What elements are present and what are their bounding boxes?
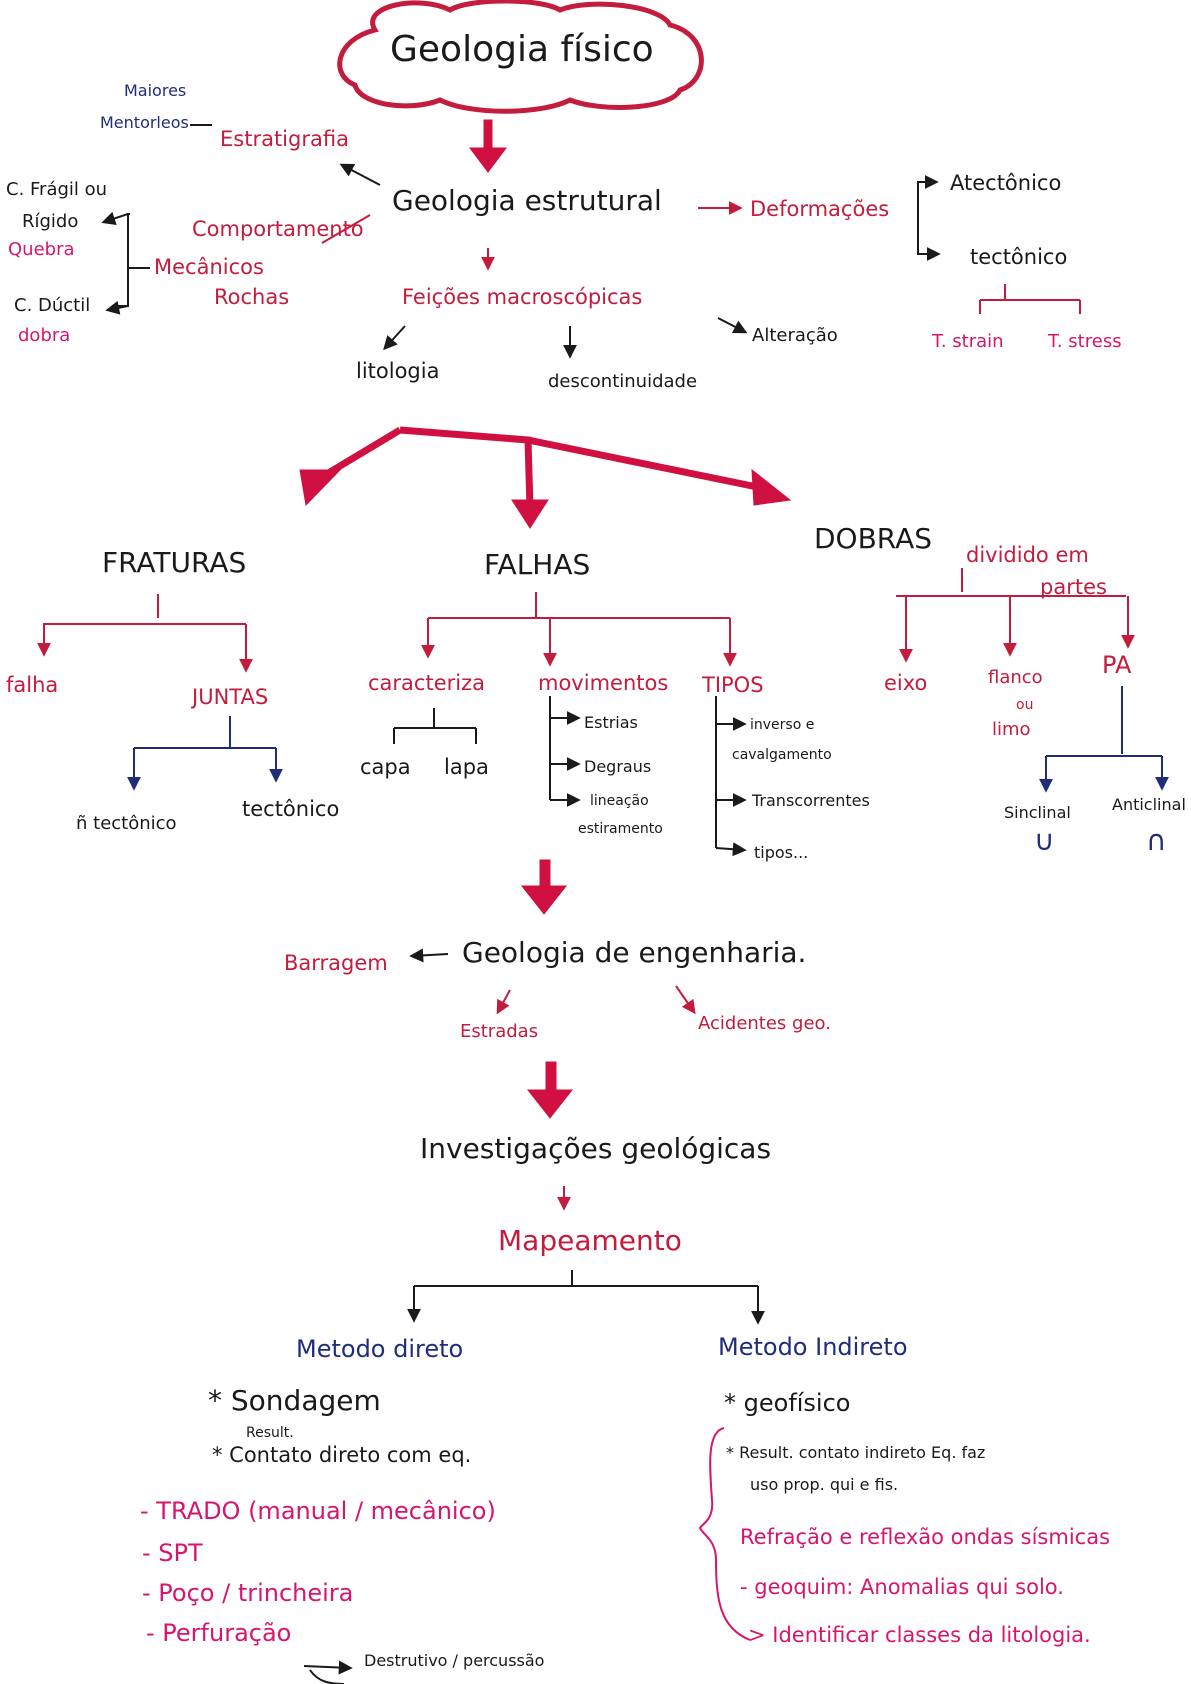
juntas-tectonico: tectônico — [242, 797, 340, 821]
fraturas-falha: falha — [6, 673, 59, 697]
result-small: Result. — [246, 1425, 294, 1441]
estratigrafia-note-2: Mentorleos — [100, 113, 189, 132]
limo: limo — [992, 719, 1031, 740]
movimentos: movimentos — [538, 671, 669, 695]
comportamento: Comportamento — [192, 217, 364, 241]
geofisico: * geofísico — [724, 1389, 851, 1417]
sinclinal-symbol: ∪ — [1034, 824, 1055, 857]
dividido: dividido em — [966, 543, 1089, 567]
lineacao: lineação — [590, 793, 649, 809]
degraus: Degraus — [584, 757, 652, 776]
alteracao: Alteração — [752, 325, 838, 346]
geoquim: - geoquim: Anomalias qui solo. — [740, 1575, 1064, 1599]
mapeamento: Mapeamento — [498, 1224, 682, 1257]
tectonico: tectônico — [970, 245, 1068, 269]
t-stress: T. stress — [1048, 331, 1122, 352]
identificar: > Identificar classes da litologia. — [748, 1623, 1091, 1647]
refracao: Refração e reflexão ondas sísmicas — [740, 1525, 1111, 1549]
falhas: FALHAS — [484, 548, 591, 581]
indireto-result-2: uso prop. qui e fis. — [750, 1475, 899, 1494]
litologia: litologia — [356, 359, 440, 383]
capa: capa — [360, 755, 411, 779]
poco: - Poço / trincheira — [142, 1579, 354, 1607]
lapa: lapa — [444, 755, 489, 779]
geologia-engenharia: Geologia de engenharia. — [462, 936, 807, 969]
investigacoes: Investigações geológicas — [420, 1132, 772, 1165]
pink-brace — [698, 1427, 751, 1641]
tipos-etc: tipos... — [754, 843, 809, 862]
estratigrafia: Estratigrafia — [220, 127, 349, 151]
trado: - TRADO (manual / mecânico) — [140, 1497, 496, 1525]
estiramento: estiramento — [578, 821, 663, 837]
estradas: Estradas — [460, 1021, 539, 1042]
destrutivo: Destrutivo / percussão — [364, 1651, 545, 1670]
dobra-note: dobra — [18, 325, 71, 346]
partes: partes — [1040, 575, 1107, 599]
feicoes: Feições macroscópicas — [402, 285, 643, 309]
n-tectonico: ñ tectônico — [76, 813, 177, 834]
rochas: Rochas — [214, 285, 290, 309]
sondagem: * Sondagem — [208, 1384, 381, 1417]
t-strain: T. strain — [932, 331, 1004, 352]
tipos: TIPOS — [702, 673, 764, 697]
pa: PA — [1102, 651, 1132, 679]
metodo-indireto: Metodo Indireto — [718, 1333, 908, 1361]
flanco-ou: ou — [1016, 697, 1034, 713]
barragem: Barragem — [284, 951, 388, 975]
spt: - SPT — [142, 1539, 203, 1567]
inverso: inverso e — [750, 717, 815, 733]
deformacoes: Deformações — [750, 197, 890, 221]
estrias: Estrias — [584, 713, 638, 732]
transcorrentes: Transcorrentes — [752, 791, 870, 810]
big-arrows — [299, 119, 792, 1119]
atectonico: Atectônico — [950, 171, 1062, 195]
perfuracao: - Perfuração — [146, 1619, 292, 1647]
direto-result: * Contato direto com eq. — [212, 1443, 472, 1467]
mecanico: Mecânicos — [154, 255, 264, 279]
ductil: C. Dúctil — [14, 295, 91, 316]
rigido: Rígido — [22, 211, 79, 232]
anticlinal: Anticlinal — [1112, 795, 1186, 814]
cavalgamento: cavalgamento — [732, 747, 832, 763]
dobras: DOBRAS — [814, 522, 933, 555]
caracteriza: caracteriza — [368, 671, 485, 695]
acidentes: Acidentes geo. — [698, 1013, 831, 1034]
geologia-estrutural: Geologia estrutural — [392, 184, 662, 217]
juntas: JUNTAS — [192, 685, 269, 709]
fragil: C. Frágil ou — [6, 179, 108, 200]
estratigrafia-note-1: Maiores — [124, 81, 187, 100]
indireto-result-1: * Result. contato indireto Eq. faz — [726, 1443, 986, 1462]
anticlinal-symbol: ∩ — [1146, 824, 1167, 857]
metodo-direto: Metodo direto — [296, 1335, 464, 1363]
flanco: flanco — [988, 667, 1043, 688]
sinclinal: Sinclinal — [1004, 803, 1071, 822]
title: Geologia físico — [390, 29, 654, 70]
title-cloud — [337, 0, 704, 114]
fraturas: FRATURAS — [102, 546, 247, 579]
eixo: eixo — [884, 671, 928, 695]
quebra: Quebra — [8, 239, 75, 260]
descontinuidade: descontinuidade — [548, 371, 698, 392]
